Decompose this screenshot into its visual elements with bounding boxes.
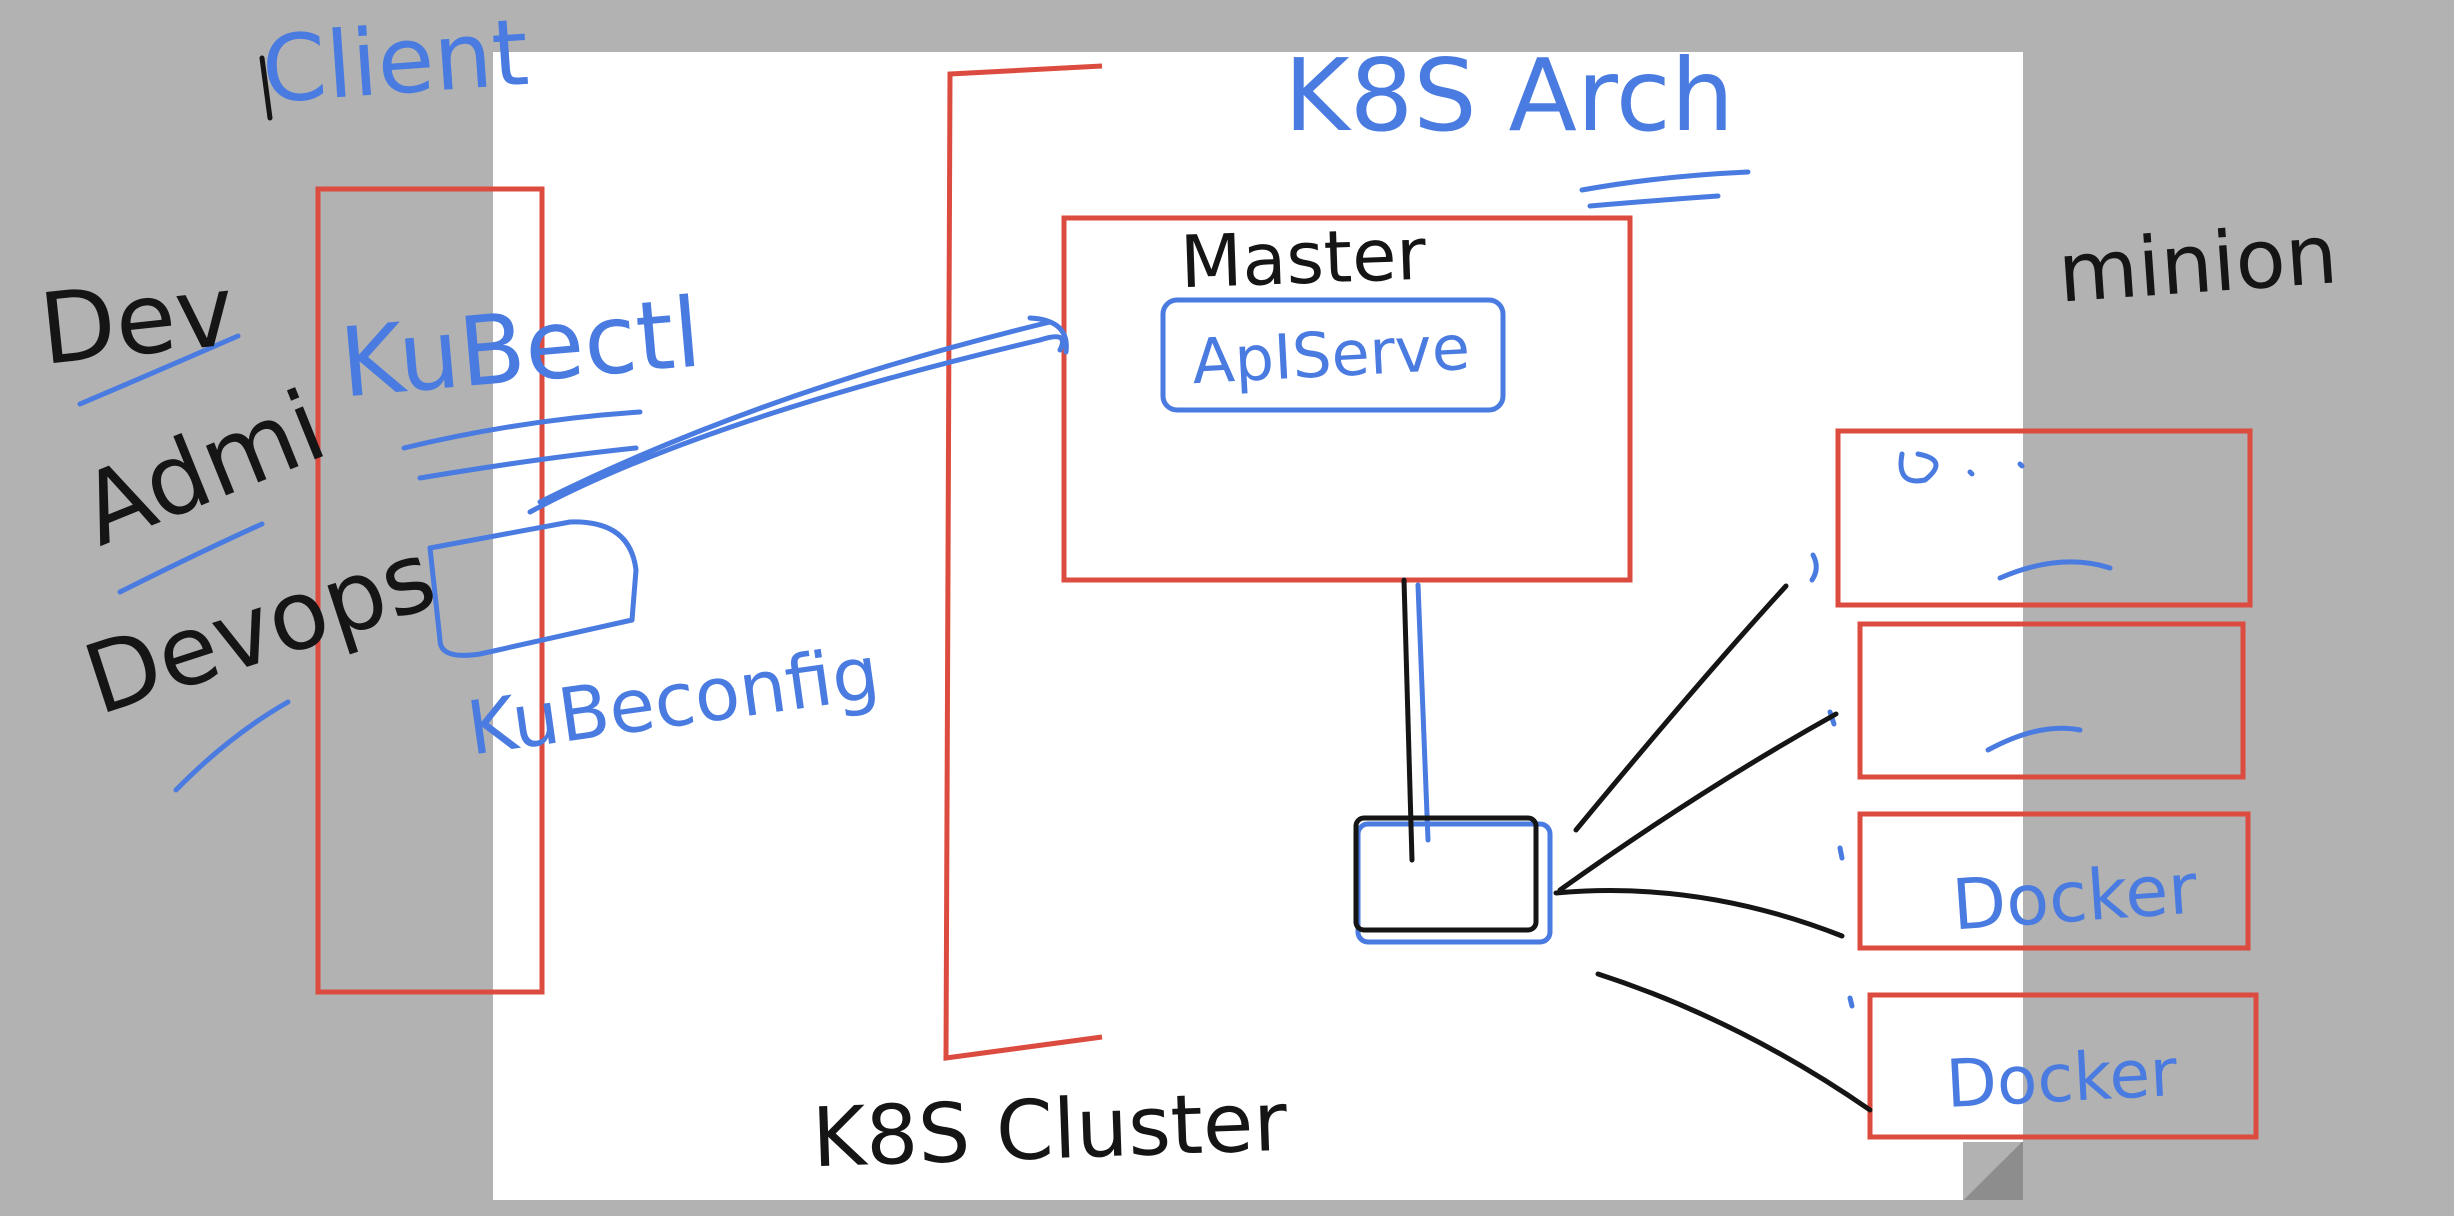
k8s-arch-underline-1 [1579,169,1751,193]
minion-side-mark-4 [1847,995,1855,1009]
kubectl-to-api-arrow [527,315,1069,515]
k8s-arch-underline-2 [1587,193,1721,209]
apiserver-connector [1415,582,1431,843]
minion-side-mark-3 [1837,845,1845,861]
master-to-node-line [1401,577,1415,863]
k8s-cluster-label: K8S Cluster [810,1074,1289,1187]
minion-node-3 [1857,811,2251,951]
link-to-minion-3 [1553,888,1845,939]
whiteboard-page [493,52,2023,1200]
link-to-minion-2 [1557,711,1839,893]
worker-component-box [1355,821,1553,945]
minion-1-dot-mark [1898,451,2025,484]
docker-label-2: Docker [1944,1034,2179,1123]
link-to-minion-4 [1595,971,1873,1113]
k8s-arch-title: K8S Arch [1284,37,1735,154]
client-box [315,186,545,995]
kubectl-underline-1 [401,409,643,451]
minion-2-scribble [1985,725,2083,753]
apiserver-label: ApIServe [1190,310,1472,399]
apiserver-box [1160,297,1506,413]
devops-check-mark [173,699,291,793]
kubectl-underline-2 [417,445,639,481]
kubectl-label: KuBectl [335,276,706,420]
kubeconfig-file-shape [427,519,639,658]
dev-underline [77,333,241,407]
cluster-bracket [943,63,1103,1061]
minion-node-2 [1857,621,2246,780]
minion-1-scribble [1997,559,2113,581]
master-label: Master [1178,211,1428,305]
client-bracket-mark [259,55,273,121]
minion-side-mark-1 [1809,552,1819,583]
minion-label: minion [2054,207,2341,322]
admin-underline [117,521,265,595]
minion-node-4 [1867,992,2259,1140]
client-label: Client [258,0,532,125]
minion-node-1 [1835,428,2253,608]
page-curl-corner [1963,1142,2023,1200]
master-box [1061,215,1633,583]
link-to-minion-1 [1573,583,1789,833]
scheduler-box [1353,815,1539,933]
docker-label-1: Docker [1949,847,2200,947]
dev-label: Dev [34,254,240,388]
